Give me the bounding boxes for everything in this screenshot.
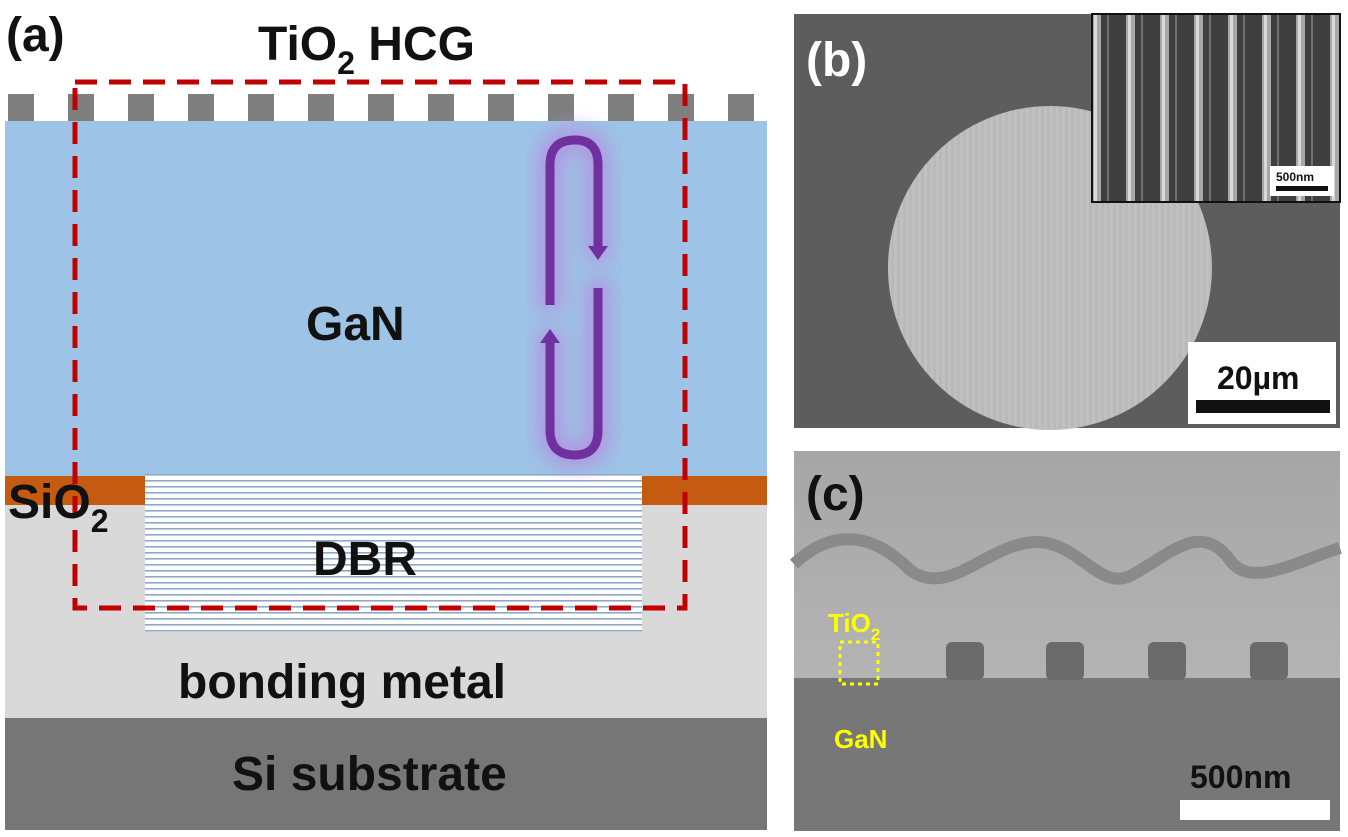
- panel-a-label: (a): [6, 9, 65, 62]
- si-substrate-label: Si substrate: [232, 748, 507, 801]
- gan-label-c: GaN: [834, 724, 887, 754]
- sio2-label: SiO2: [8, 476, 108, 539]
- wavy-interface: [789, 533, 1342, 585]
- panel-b: 500nm (b) 20µm: [794, 13, 1341, 430]
- sio2-right: [642, 476, 767, 505]
- cavity-mode-arrow: [537, 126, 611, 469]
- gan-label: GaN: [306, 298, 405, 351]
- scale-bar-b: [1196, 400, 1330, 413]
- hcg-title: TiO2 HCG: [258, 18, 475, 81]
- inset-scale-label: 500nm: [1276, 170, 1314, 184]
- scale-label-c: 500nm: [1190, 759, 1291, 795]
- gan-layer: [5, 121, 767, 477]
- tio2-label-c: TiO2: [828, 608, 880, 644]
- bonding-metal-label: bonding metal: [178, 656, 506, 709]
- panel-c: TiO2 GaN (c) 500nm: [789, 451, 1342, 831]
- scale-label-b: 20µm: [1217, 360, 1299, 396]
- scale-bar-c: [1180, 800, 1330, 820]
- panel-b-label: (b): [806, 34, 867, 87]
- panel-c-label: (c): [806, 468, 865, 521]
- cavity-dashed-box: [72, 79, 688, 611]
- inset-scale-bar: [1276, 186, 1328, 191]
- panel-a: (a) TiO2 HCG GaN SiO2 DBR bonding metal …: [5, 9, 767, 830]
- tio2-bars-c: [946, 642, 1288, 680]
- dbr-label: DBR: [313, 533, 417, 586]
- tio2-dotted-box: [838, 640, 880, 686]
- hcg-grating: [8, 94, 754, 121]
- si-substrate-layer: [5, 718, 767, 830]
